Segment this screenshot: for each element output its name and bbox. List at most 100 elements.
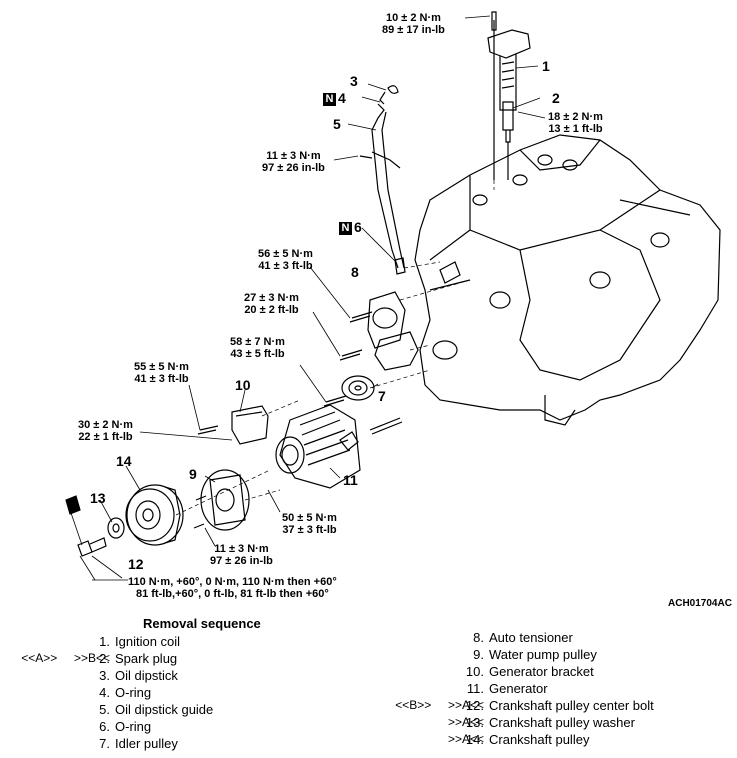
- removal-item: 2. Spark plug: [86, 650, 177, 667]
- new-part-mark: N: [323, 93, 336, 106]
- torque-metric: 10 ± 2 N·m: [385, 12, 441, 24]
- callout-2: 2: [552, 90, 560, 106]
- removal-item: 4. O-ring: [86, 684, 151, 701]
- exploded-view-diagram: [65, 11, 721, 581]
- removal-item-label: O-ring: [115, 685, 152, 700]
- removal-item-number: 3.: [99, 668, 110, 683]
- torque-imperial: 20 ± 2 ft-lb: [244, 304, 299, 316]
- torque-imperial: 43 ± 5 ft-lb: [230, 348, 285, 360]
- torque-metric: 50 ± 5 N·m: [282, 512, 337, 524]
- crankshaft-pulley: [125, 484, 184, 546]
- service-point-marker: <<B>> >>A<<: [395, 698, 484, 712]
- torque-spec-bracket-bolt: 55 ± 5 N·m 41 ± 3 ft-lb: [134, 361, 189, 385]
- leader-lines: [69, 15, 546, 581]
- removal-item-number: 4.: [99, 685, 110, 700]
- crankshaft-pulley-washer: [107, 517, 125, 539]
- removal-item: 11.Generator: [460, 680, 548, 697]
- callout-10: 10: [235, 377, 251, 393]
- removal-item-number: 7.: [99, 736, 110, 751]
- removal-item: 12.Crankshaft pulley center bolt: [460, 697, 654, 714]
- removal-item-label: Oil dipstick: [115, 668, 178, 683]
- service-point-marker: <<A>> >>B<<: [21, 651, 110, 665]
- callout-14: 14: [116, 453, 132, 469]
- removal-item-number: 8.: [473, 630, 484, 645]
- removal-item-number: 12.: [465, 698, 484, 713]
- callout-3: 3: [350, 73, 358, 89]
- removal-item-label: Crankshaft pulley washer: [489, 715, 635, 730]
- torque-spec-crankshaft-center-bolt: 110 N·m, +60°, 0 N·m, 110 N·m then +60° …: [128, 576, 337, 600]
- callout-13: 13: [90, 490, 106, 506]
- torque-metric: 27 ± 3 N·m: [244, 292, 299, 304]
- oil-dipstick: [359, 85, 406, 275]
- assembly-dash-lines: [175, 180, 495, 516]
- torque-spec-water-pump-pulley-bolt: 11 ± 3 N·m 97 ± 26 in-lb: [210, 543, 273, 567]
- removal-item: 6.O-ring: [86, 718, 151, 735]
- torque-metric: 11 ± 3 N·m: [214, 543, 269, 555]
- figure-code: ACH01704AC: [668, 598, 732, 609]
- removal-item-number: 1.: [99, 634, 110, 649]
- removal-item-label: Water pump pulley: [489, 647, 597, 662]
- torque-imperial: 97 ± 26 in-lb: [262, 162, 325, 174]
- torque-imperial: 41 ± 3 ft-lb: [134, 373, 189, 385]
- callout-7: 7: [378, 388, 386, 404]
- torque-metric: 56 ± 5 N·m: [258, 248, 313, 260]
- callout-11: 11: [343, 472, 358, 488]
- torque-imperial: 81 ft-lb,+60°, 0 ft-lb, 81 ft-lb then +6…: [135, 588, 329, 600]
- torque-imperial: 13 ± 1 ft-lb: [548, 123, 603, 135]
- callout-1: 1: [542, 58, 550, 74]
- service-point-marker: >>A<<: [447, 715, 484, 729]
- removal-item-label: Ignition coil: [115, 634, 181, 649]
- removal-item: 7.Idler pulley: [86, 735, 178, 752]
- engine-block: [414, 134, 721, 426]
- idler-pulley: [323, 375, 375, 407]
- torque-imperial: 22 ± 1 ft-lb: [78, 431, 133, 443]
- callout-5: 5: [333, 116, 341, 132]
- water-pump-pulley: [193, 469, 250, 531]
- callout-12: 12: [128, 556, 144, 572]
- removal-item-label: Crankshaft pulley: [489, 732, 590, 747]
- removal-item: 14. Crankshaft pulley: [460, 731, 590, 748]
- removal-item-number: 13.: [465, 715, 484, 730]
- torque-imperial: 89 ± 17 in-lb: [382, 24, 445, 36]
- callout-8: 8: [351, 264, 359, 280]
- removal-item-number: 11.: [466, 681, 484, 696]
- torque-spec-spark-plug: 18 ± 2 N·m 13 ± 1 ft-lb: [548, 111, 603, 135]
- removal-item-number: 2.: [99, 651, 110, 666]
- removal-item: 3. Oil dipstick: [86, 667, 178, 684]
- torque-spec-tensioner-bolt-upper: 56 ± 5 N·m 41 ± 3 ft-lb: [258, 248, 313, 272]
- torque-spec-tensioner-bolt-lower: 27 ± 3 N·m 20 ± 2 ft-lb: [244, 292, 299, 316]
- removal-sequence-title: Removal sequence: [143, 616, 261, 631]
- torque-metric: 30 ± 2 N·m: [78, 419, 133, 431]
- removal-item-label: Spark plug: [115, 651, 178, 666]
- removal-item: 13. Crankshaft pulley washer: [460, 714, 635, 731]
- removal-item: 5. Oil dipstick guide: [86, 701, 213, 718]
- removal-item: 8. Auto tensioner: [460, 629, 573, 646]
- removal-item-number: 10.: [465, 664, 484, 679]
- torque-imperial: 37 ± 3 ft-lb: [282, 524, 337, 536]
- torque-metric: 18 ± 2 N·m: [548, 111, 603, 123]
- removal-item-label: Oil dipstick guide: [115, 702, 214, 717]
- torque-imperial: 97 ± 26 in-lb: [210, 555, 273, 567]
- torque-spec-ignition-coil-bolt: 10 ± 2 N·m 89 ± 17 in-lb: [382, 12, 445, 36]
- removal-item-label: Auto tensioner: [489, 630, 573, 645]
- torque-metric: 58 ± 7 N·m: [230, 336, 285, 348]
- removal-item-number: 14.: [465, 732, 484, 747]
- removal-item: 1. Ignition coil: [86, 633, 180, 650]
- torque-metric: 11 ± 3 N·m: [266, 150, 321, 162]
- removal-item: 9. Water pump pulley: [460, 646, 597, 663]
- service-point-marker: >>A<<: [447, 732, 484, 746]
- removal-item-number: 9.: [473, 647, 484, 662]
- removal-item: 10.Generator bracket: [460, 663, 594, 680]
- ignition-coil: [487, 11, 531, 180]
- callout-9: 9: [189, 466, 197, 482]
- torque-metric: 55 ± 5 N·m: [134, 361, 189, 373]
- torque-metric: 110 N·m, +60°, 0 N·m, 110 N·m then +60°: [128, 576, 337, 588]
- generator-bracket: [197, 405, 269, 445]
- new-part-mark: N: [339, 222, 352, 235]
- torque-imperial: 41 ± 3 ft-lb: [258, 260, 313, 272]
- removal-item-number: 5.: [99, 702, 110, 717]
- torque-spec-generator-bracket-bolt: 30 ± 2 N·m 22 ± 1 ft-lb: [78, 419, 133, 443]
- removal-item-number: 6.: [99, 719, 110, 734]
